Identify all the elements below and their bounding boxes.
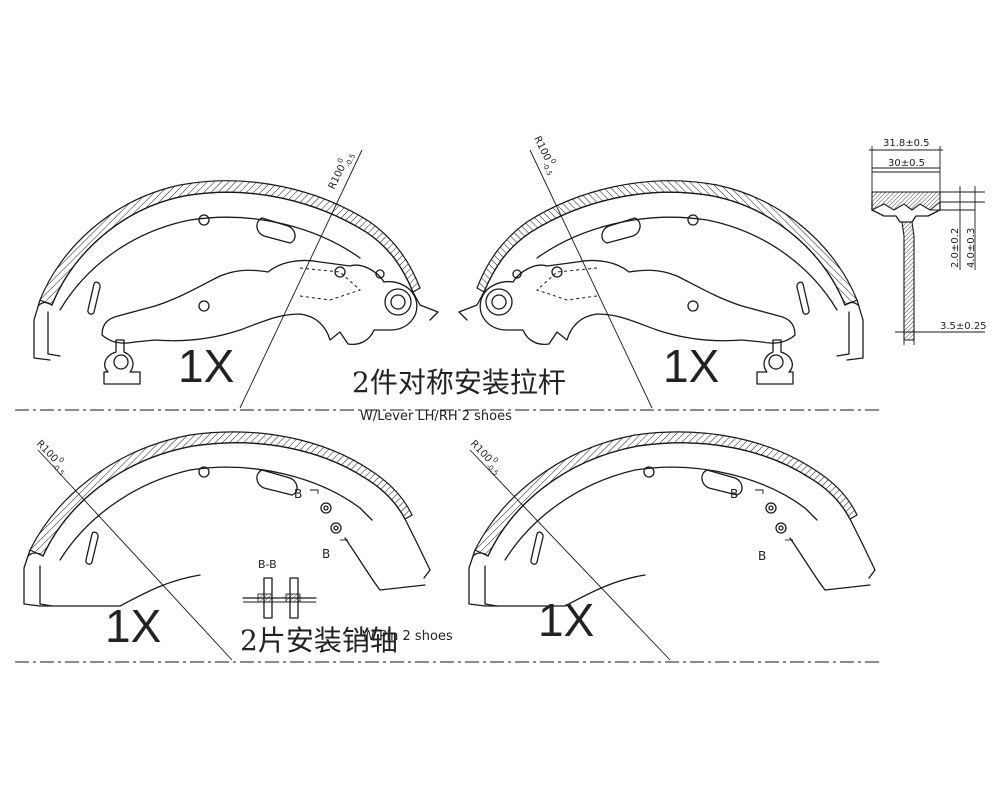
section-marker-2: B (322, 547, 330, 561)
svg-text:-0.5: -0.5 (50, 462, 65, 477)
bottom-label-en: W Pin 2 shoes (362, 629, 453, 644)
shoe-pin-left (23, 431, 431, 607)
radius-leader-4 (469, 449, 671, 661)
svg-text:R100: R100 (34, 438, 60, 464)
bottom-label-cn: 2片安装销轴 (240, 624, 398, 657)
radius-annotation-2: R100 0 -0.5 (531, 134, 558, 177)
svg-text:0: 0 (57, 456, 66, 465)
section-bb-label: B-B (258, 558, 277, 571)
svg-text:0: 0 (336, 157, 345, 165)
dim-web-thk: 3.5±0.25 (940, 321, 987, 332)
cross-section-profile: 31.8±0.5 30±0.5 2.0±0.2 4.0±0.3 3.5±0.25 (869, 138, 987, 345)
qty-label-3: 1X (105, 600, 161, 652)
radius-annotation-3: R100 0 -0.5 (34, 438, 66, 477)
dim-lining-thk: 2.0±0.2 (950, 228, 961, 268)
top-label-en: W/Lever LH/RH 2 shoes (360, 409, 512, 424)
section-marker-3: B (730, 487, 738, 501)
dim-width-table: 30±0.5 (888, 158, 925, 169)
radius-annotation-4: R100 0 -0.5 (468, 438, 500, 477)
radius-leader-2 (529, 149, 653, 409)
section-marker-1: B (294, 487, 302, 501)
dim-total-thk: 4.0±0.3 (966, 228, 977, 268)
section-marker-4: B (758, 549, 766, 563)
shoe-lever-rh (458, 180, 864, 385)
qty-label-4: 1X (538, 594, 594, 646)
svg-text:0: 0 (549, 157, 558, 165)
qty-label-1: 1X (178, 340, 234, 392)
radius-leader-3 (37, 449, 233, 661)
qty-label-2: 1X (663, 340, 719, 392)
top-label-cn: 2件对称安装拉杆 (352, 366, 566, 399)
svg-text:-0.5: -0.5 (484, 462, 499, 477)
shoe-lever-lh (33, 180, 439, 385)
svg-text:-0.5: -0.5 (344, 153, 357, 169)
radius-leader-1 (239, 149, 363, 409)
dim-width-overall: 31.8±0.5 (883, 138, 930, 149)
section-bb-detail: B-B (242, 558, 317, 619)
shoe-pin-right (468, 431, 876, 607)
svg-text:0: 0 (491, 456, 500, 465)
